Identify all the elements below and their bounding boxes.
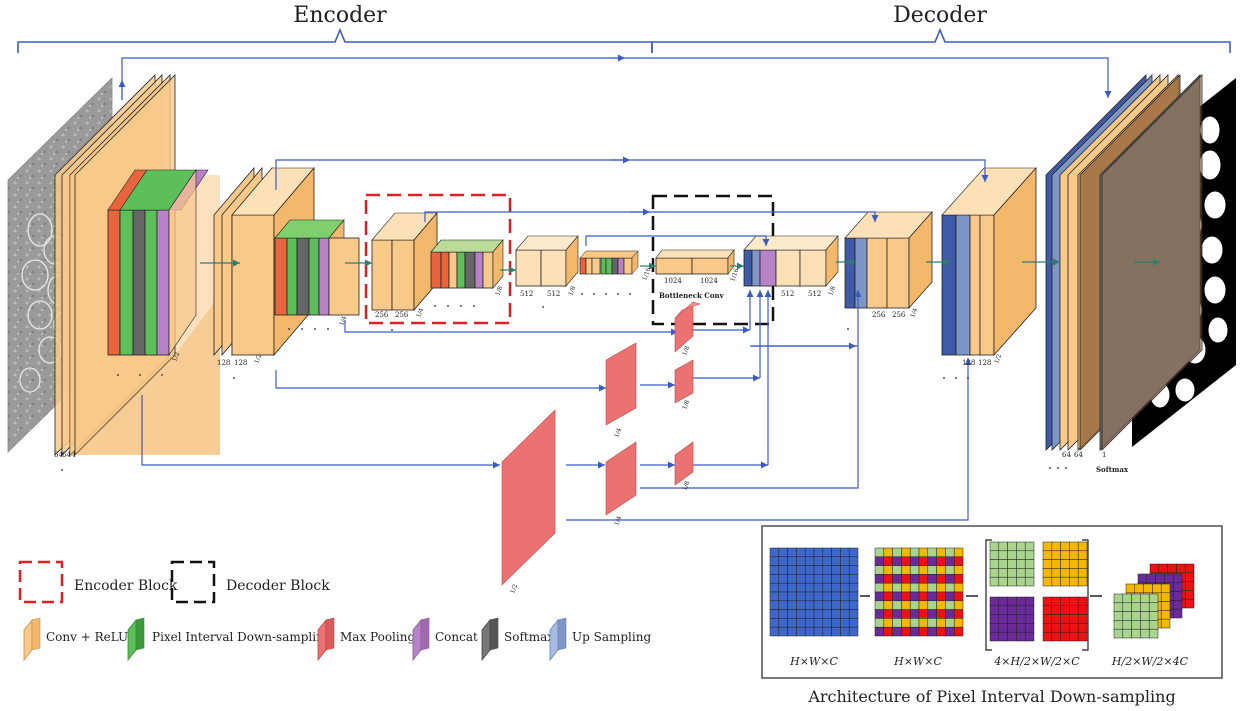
enc-s1-label-b: 64 xyxy=(62,451,71,459)
legend: Encoder Block Decoder Block Conv + ReLU … xyxy=(18,560,651,662)
bottleneck-caption: Bottleneck Conv xyxy=(659,291,725,300)
dec-s1-label-a: 512 xyxy=(781,290,794,298)
legend-encoder-block-label: Encoder Block xyxy=(74,578,178,594)
legend-conv: Conv + ReLU xyxy=(23,617,128,662)
enc-s2-label-b: 128 xyxy=(234,359,247,367)
legend-maxpool: Max Pooling xyxy=(317,617,415,662)
dec-s4-label-a: 64 xyxy=(1062,451,1071,459)
pid-grid-red xyxy=(1042,596,1088,642)
encoder-brace xyxy=(17,27,653,53)
legend-maxpool-label: Max Pooling xyxy=(340,630,415,644)
decoder-stage3 xyxy=(941,166,1037,357)
encoder-stage2-block xyxy=(274,219,360,316)
pid-grid-purple xyxy=(989,596,1035,642)
skip-connections xyxy=(118,54,1112,246)
ellipsis-dots xyxy=(61,293,1067,471)
enc-s2-frac: 1/2 xyxy=(253,353,263,365)
encoder-stage1-block xyxy=(107,169,209,356)
enc-s3-frac: 1/4 xyxy=(338,315,348,327)
enc-s5-frac: 1/8 xyxy=(494,285,504,297)
pid-grid-stack xyxy=(1113,563,1195,639)
enc-s4-frac: 1/4 xyxy=(415,307,425,319)
dec-s3-frac: 1/2 xyxy=(993,353,1003,365)
dec-s2-label-b: 256 xyxy=(892,311,906,319)
bottleneck-conv xyxy=(655,249,735,275)
enc-s1-label-a: 64 xyxy=(54,451,63,459)
legend-pixel-label: Pixel Interval Down-sampling xyxy=(152,630,332,644)
enc-s1-frac: 1/2 xyxy=(171,351,181,363)
legend-softmax-label: Softmax xyxy=(504,630,554,644)
pid-bracket-left xyxy=(985,539,992,651)
encoder-block-highlight xyxy=(364,193,512,325)
softmax-label: Softmax xyxy=(1096,465,1129,474)
pool-label-4: 1/2 xyxy=(509,583,519,595)
main-flow-arrows xyxy=(200,258,1160,274)
pid-bracket-right xyxy=(1082,539,1089,651)
pid-formula-3: 4×H/2×W/2×C xyxy=(993,655,1080,668)
legend-encoder-block: Encoder Block xyxy=(18,560,178,604)
encoder-title: Encoder xyxy=(293,3,387,28)
legend-decoder-block: Decoder Block xyxy=(170,560,330,604)
bottleneck-label-b: 1024 xyxy=(700,277,718,285)
legend-softmax: Softmax xyxy=(481,617,554,662)
pid-grid-yellow xyxy=(1042,541,1088,587)
decoder-stage2 xyxy=(844,210,933,310)
dec-s1-frac: 1/8 xyxy=(827,285,837,297)
encoder-stage4 xyxy=(515,235,579,287)
decoder-brace xyxy=(651,27,1231,53)
pool-label-1: 1/8 xyxy=(681,345,691,357)
legend-concat-label: Concat xyxy=(435,630,478,644)
dec-s2-label-a: 256 xyxy=(872,311,886,319)
enc-s7-frac: 1/16 xyxy=(641,266,652,281)
pool-label-2: 1/4 xyxy=(613,427,623,439)
decoder-stage1 xyxy=(743,235,839,287)
pid-grid-green xyxy=(989,541,1035,587)
bottleneck-frac: 1/16 xyxy=(729,267,740,282)
pooling-connections xyxy=(141,290,972,521)
dec-s4-label-b: 64 xyxy=(1074,451,1083,459)
encoder-stage3-block xyxy=(430,239,504,289)
dec-s4-label-c: 1 xyxy=(1102,451,1106,459)
legend-upsampling: Up Sampling xyxy=(549,617,651,662)
dec-s3-label-b: 128 xyxy=(978,359,991,367)
encoder-stage3 xyxy=(371,211,438,312)
dec-s1-label-b: 512 xyxy=(808,290,821,298)
dec-s3-label-a: 128 xyxy=(962,359,975,367)
dec-s2-frac: 1/4 xyxy=(909,307,919,319)
enc-s4-label-b: 256 xyxy=(395,311,409,319)
legend-concat: Concat xyxy=(412,617,478,662)
bottleneck-label-a: 1024 xyxy=(664,277,682,285)
pid-panel: H×W×C H×W×C 4×H/2×W/2×C H/2×W/2×4C xyxy=(761,525,1223,679)
pid-formula-2: H×W×C xyxy=(893,655,942,668)
pool-label-3: 1/8 xyxy=(681,399,691,411)
enc-s2-label-a: 128 xyxy=(217,359,230,367)
encoder-stage4-block xyxy=(579,250,639,275)
legend-conv-label: Conv + ReLU xyxy=(46,630,128,644)
pool-label-6: 1/8 xyxy=(681,480,691,492)
decoder-block-highlight xyxy=(651,194,775,326)
pool-label-5: 1/4 xyxy=(613,515,623,527)
legend-pixel: Pixel Interval Down-sampling xyxy=(127,617,332,662)
enc-s6-frac: 1/8 xyxy=(567,285,577,297)
pid-grid-mixed xyxy=(874,547,964,637)
enc-s1-label-c: 1 xyxy=(72,451,76,459)
pid-formula-4: H/2×W/2×4C xyxy=(1111,655,1189,668)
pid-grid-input xyxy=(769,547,859,637)
decoder-title: Decoder xyxy=(893,3,987,28)
enc-s6-label-a: 512 xyxy=(520,290,533,298)
enc-s6-label-b: 512 xyxy=(547,290,560,298)
pid-formula-1: H×W×C xyxy=(789,655,838,668)
legend-decoder-block-label: Decoder Block xyxy=(226,578,330,594)
legend-upsampling-label: Up Sampling xyxy=(572,630,651,644)
maxpool-blocks xyxy=(501,301,701,586)
enc-s4-label-a: 256 xyxy=(375,311,389,319)
pid-caption: Architecture of Pixel Interval Down-samp… xyxy=(807,687,1175,706)
encoder-stage2 xyxy=(213,166,315,357)
